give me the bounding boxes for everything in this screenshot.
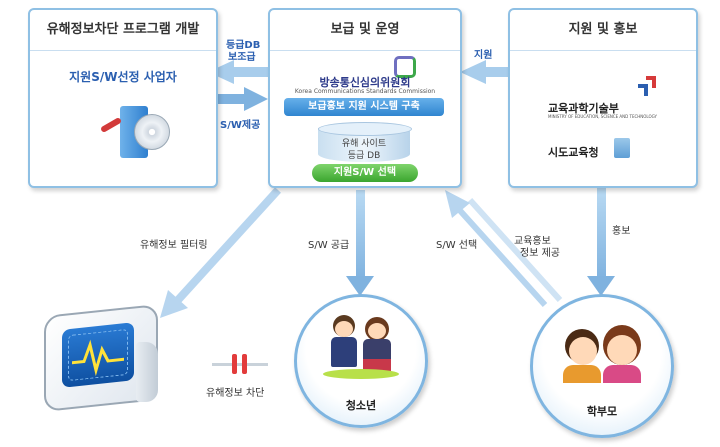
label-sw-select: S/W 선택 (436, 240, 478, 251)
kcsc-logo-icon (394, 56, 416, 78)
org-name-en: Korea Communications Standards Commissio… (294, 88, 436, 95)
right-box-support: 지원 및 홍보 교육과학기술부 MINISTRY OF EDUCATION, S… (508, 8, 698, 188)
center-box-distribution: 보급 및 운영 방송통신심의위원회 Korea Communications S… (268, 8, 462, 188)
label-filtering: 유해정보 필터링 (140, 240, 208, 251)
db-label-line1: 유해 사이트 (341, 139, 387, 149)
label-db-supply-1: 등급DB (226, 40, 261, 51)
arrow-filtering (160, 187, 281, 318)
parents-illustration-icon (563, 323, 641, 383)
label-promotion: 홍보 (612, 226, 631, 237)
arrow-db-to-left (208, 60, 268, 84)
office-building-icon (614, 138, 630, 158)
rating-db-cylinder: 유해 사이트 등급 DB (318, 122, 412, 166)
filtering-monitor-icon (40, 302, 168, 412)
youth-illustration-icon (323, 315, 399, 381)
center-box-title: 보급 및 운영 (270, 10, 460, 51)
youth-label: 청소년 (345, 399, 377, 412)
block-barrier-icon (212, 354, 268, 374)
org-name: 방송통신심의위원회 (319, 76, 411, 89)
label-promo-2: 정보 제공 (520, 248, 560, 259)
label-promo-1: 교육홍보 (514, 236, 551, 247)
db-label-line2: 등급 DB (347, 151, 381, 161)
right-box-title: 지원 및 홍보 (510, 10, 696, 51)
arrow-promotion (587, 186, 615, 296)
office-name: 시도교육청 (548, 146, 599, 159)
support-system-bar: 보급홍보 지원 시스템 구축 (284, 98, 444, 116)
label-sw-provide: S/W 공급 (308, 240, 350, 251)
label-db-supply-2: 보조급 (228, 52, 256, 63)
left-box-subtitle: 지원S/W선정 사업자 (69, 70, 177, 84)
arrow-sw-supply (346, 190, 374, 296)
select-sw-bar: 지원S/W 선택 (312, 164, 418, 182)
label-block: 유해정보 차단 (206, 388, 265, 399)
arrow-sw-to-center (216, 87, 268, 111)
left-box-program-dev: 유해정보차단 프로그램 개발 지원S/W선정 사업자 (28, 8, 218, 188)
ministry-name-en: MINISTRY OF EDUCATION, SCIENCE AND TECHN… (548, 114, 657, 119)
left-box-title: 유해정보차단 프로그램 개발 (30, 10, 216, 51)
label-support: 지원 (474, 50, 493, 61)
arrow-sw-select (445, 190, 563, 308)
ministry-logo-icon (636, 76, 658, 98)
parents-label: 학부모 (586, 405, 618, 418)
software-package-icon (99, 102, 170, 166)
label-sw-supply: S/W제공 (220, 120, 261, 131)
parents-node: 학부모 (530, 294, 674, 438)
youth-node: 청소년 (294, 294, 428, 428)
ministry-name: 교육과학기술부 (548, 102, 619, 115)
arrow-support-to-center (460, 60, 508, 84)
